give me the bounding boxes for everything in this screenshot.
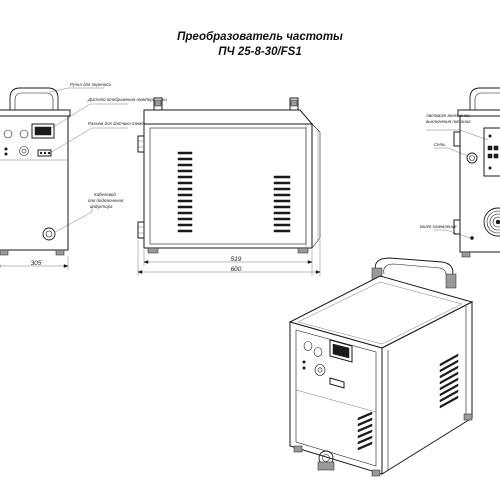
iso-knob-1 <box>303 341 313 351</box>
side-foot-left <box>147 247 159 254</box>
iso-handle <box>374 257 454 279</box>
iso-knob-2 <box>313 347 323 357</box>
callout-cable-inlet-3: индуктора <box>90 204 113 209</box>
callout-breaker-1: Автомат включения, <box>425 113 471 118</box>
foot-left <box>0 249 9 256</box>
isometric-view <box>288 257 474 477</box>
callout-cable-inlet-2: для подключения <box>88 198 124 203</box>
back-view: Автомат включения, выключения питания Се… <box>420 87 500 258</box>
title-line-2: ПЧ 25-8-30/FS1 <box>218 46 302 58</box>
side-vent-lower <box>273 175 291 233</box>
knob-2 <box>19 129 29 139</box>
dim-width: 305 <box>31 260 42 267</box>
knob-1 <box>3 129 13 139</box>
callout-handle: Ручка для переноса <box>70 82 111 87</box>
dim-inner-length: 519 <box>231 256 242 263</box>
power-breaker <box>483 127 500 177</box>
iso-side-vent <box>357 353 459 451</box>
iso-foot-1 <box>293 445 303 453</box>
callout-breaker-2: выключения питания <box>426 119 471 124</box>
iso-foot-3 <box>463 413 473 421</box>
iso-knob-3 <box>314 364 326 376</box>
rear-fitting-bottom <box>137 221 145 239</box>
dim-total-length: 600 <box>231 266 242 273</box>
mains-connector <box>466 152 478 164</box>
cooling-fan <box>483 207 500 237</box>
ground-bolt <box>470 236 474 240</box>
foot-right <box>55 249 65 256</box>
rear-fitting-top <box>137 135 145 153</box>
side-view: 519 600 <box>137 97 321 276</box>
title-line-1: Преобразователь частоты <box>177 31 343 43</box>
iso-foot-2 <box>371 469 381 477</box>
knob-3 <box>19 146 29 156</box>
side-panel <box>143 123 313 249</box>
side-vent-upper <box>177 151 193 233</box>
callout-ground: Болт заземления <box>420 224 457 229</box>
carry-handle <box>9 87 59 110</box>
callout-sensor-connector: Разъем для датчика температуры <box>88 121 163 126</box>
callout-cable-inlet-1: Кабелевод <box>94 192 116 197</box>
callout-display-line: Дисплей отображения температуры <box>87 97 167 102</box>
cable-inlet <box>42 227 56 241</box>
callout-mains: Сеть <box>434 142 446 147</box>
front-view: Ручка для переноса Дисплей отображения т… <box>0 82 167 270</box>
top-cover <box>0 109 71 117</box>
side-top-cover <box>143 109 314 125</box>
side-foot-right <box>297 247 309 254</box>
